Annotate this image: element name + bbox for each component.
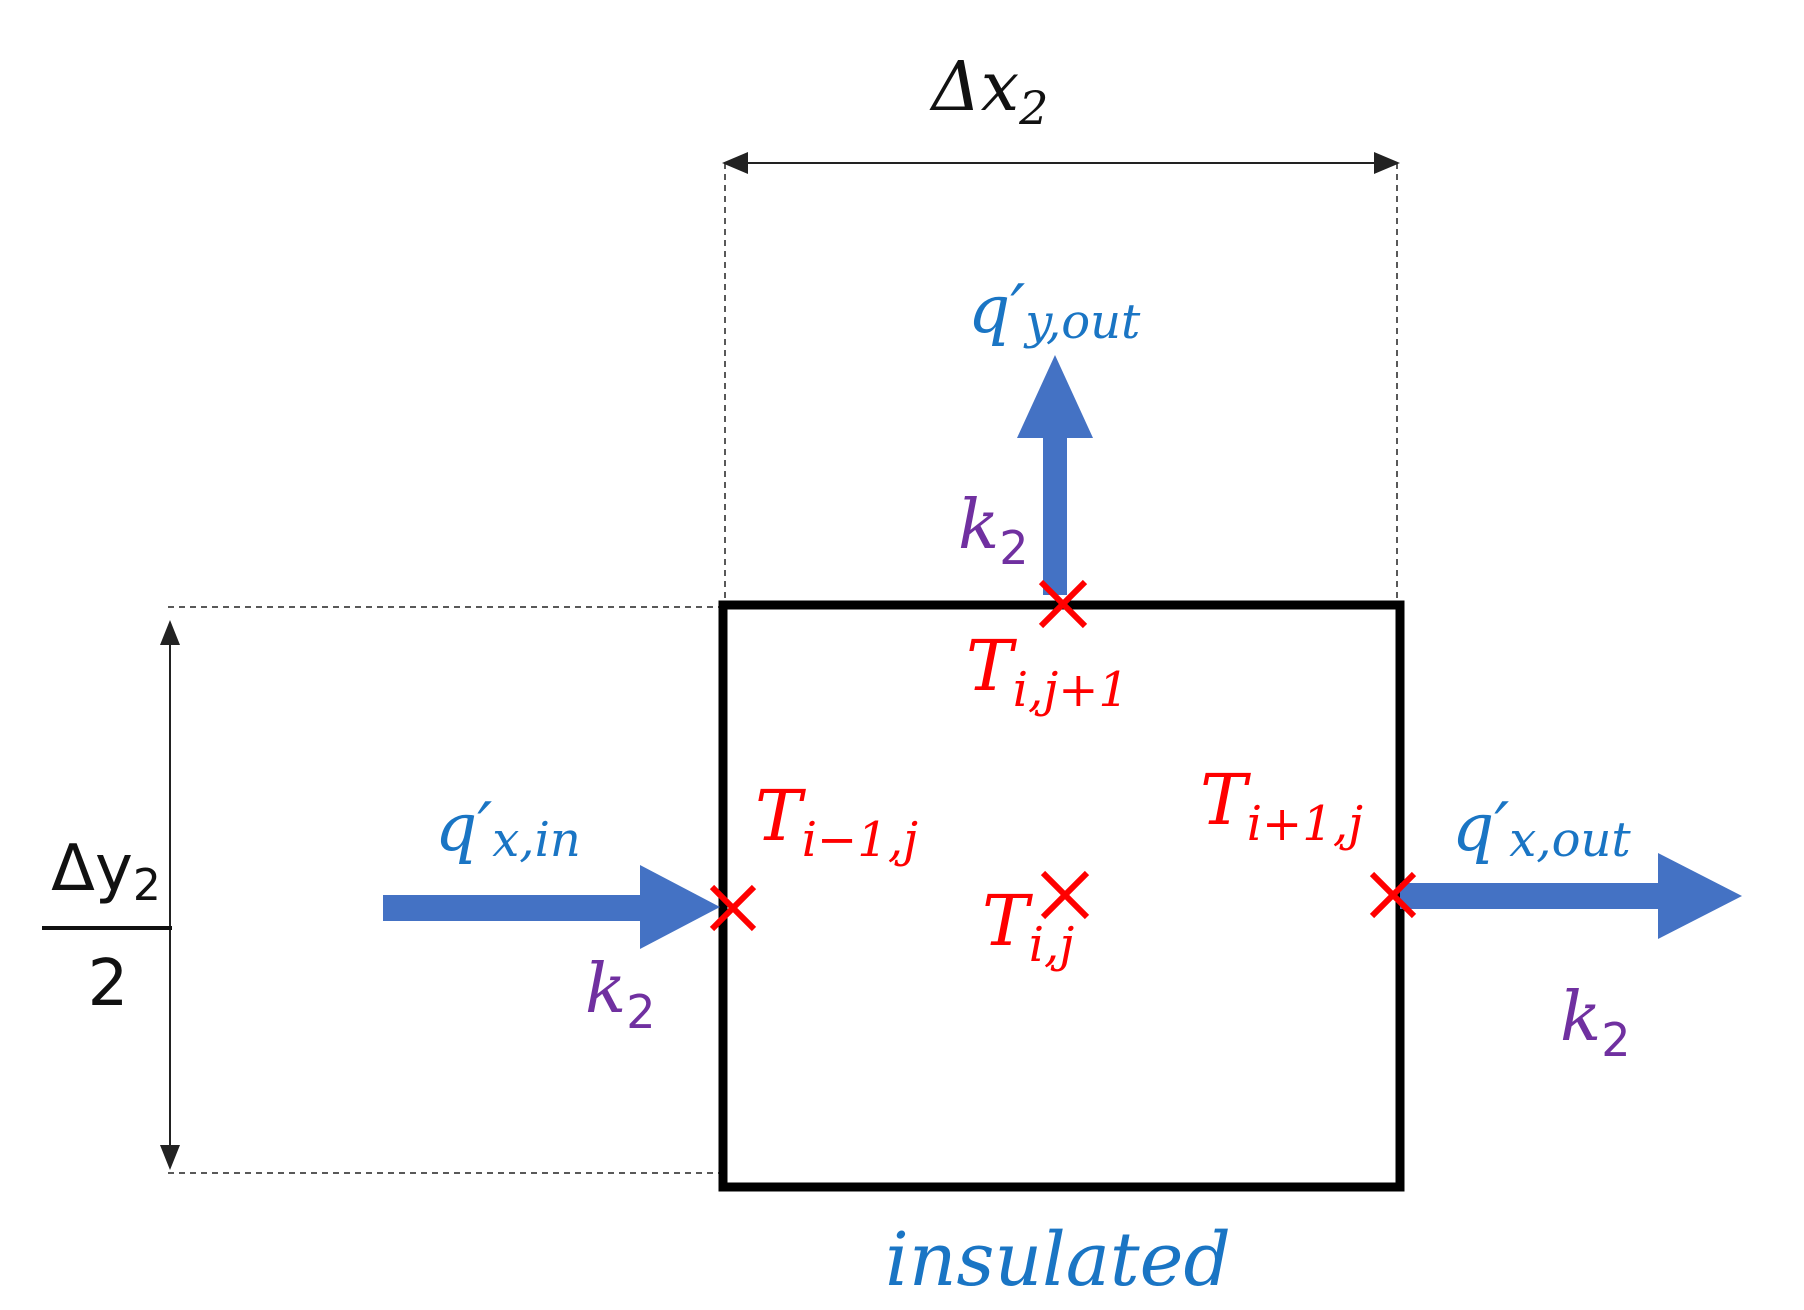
conductivity-label-right: k2 [1560,978,1631,1067]
dy-denominator: 2 [88,947,129,1021]
temp-label-left: Ti−1,j [755,775,918,868]
flux-label-y-out: q′y,out [968,271,1141,350]
node-marker-top [1038,579,1088,629]
dx-label: Δx2 [929,48,1049,135]
flux-label-x-out: q′x,out [1452,789,1631,868]
node-marker-left [709,884,757,932]
node-marker-center [1040,870,1090,920]
flux-arrow-up [1017,355,1093,595]
dy-numerator: Δy2 [51,832,161,911]
flux-arrow-right-out [1400,853,1742,939]
flux-label-x-in: q′x,in [435,789,581,868]
temp-label-right: Ti+1,j [1200,759,1363,852]
temp-label-top: Ti,j+1 [966,625,1129,718]
node-marker-right [1369,871,1417,919]
temp-label-center: Ti,j [982,880,1074,973]
conductivity-label-left: k2 [585,950,656,1039]
conductivity-label-top: k2 [958,486,1029,575]
dy-dimension: Δy2 2 [42,606,720,1174]
flux-arrow-left-in [383,865,720,949]
dx-dimension: Δx2 [722,48,1400,600]
insulated-label: insulated [885,1217,1231,1303]
